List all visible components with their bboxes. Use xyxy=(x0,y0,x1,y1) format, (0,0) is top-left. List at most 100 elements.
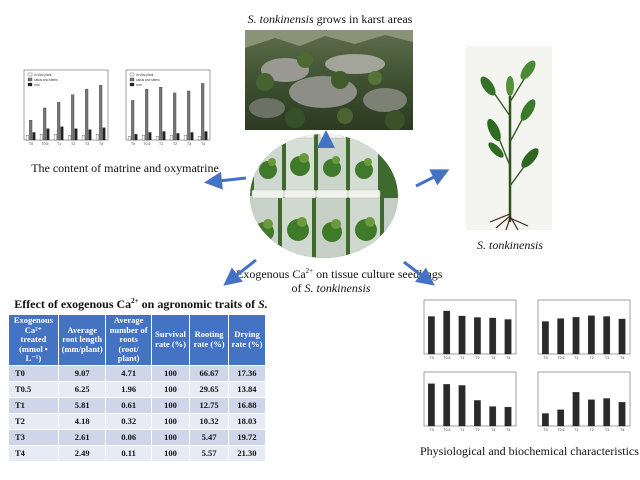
tick-label-matrine-left-4: T3 xyxy=(85,142,89,146)
bar-matrine-right-5-2 xyxy=(204,131,208,141)
bar-phys-2-3-0 xyxy=(588,315,595,355)
bar-phys-1-0-0 xyxy=(428,316,435,355)
table-cell: 100 xyxy=(150,396,191,414)
table-cell: 100 xyxy=(150,380,191,398)
bar-matrine-right-3-0 xyxy=(169,135,173,141)
table-cell: 21.30 xyxy=(227,444,267,462)
matrine-caption: The content of matrine and oxymatrine xyxy=(31,161,219,175)
table-cell: T2 xyxy=(8,412,59,430)
tick-label-phys-4-2: T1 xyxy=(574,428,578,432)
bar-phys-2-0-0 xyxy=(542,321,549,355)
center-caption-part: on tissue culture seedlings xyxy=(313,267,443,281)
tick-label-phys-1-1: T0.5 xyxy=(443,356,450,360)
legend-entry: callus and stems xyxy=(34,78,58,82)
arrow-to-plant xyxy=(415,169,450,188)
table-cell: 4.71 xyxy=(105,364,152,382)
tick-label-phys-2-2: T1 xyxy=(574,356,578,360)
bar-matrine-left-5-0 xyxy=(95,134,99,141)
karst-caption-text: grows in karst areas xyxy=(313,12,413,26)
header-rooting: Rooting rate (%) xyxy=(189,314,229,366)
table-cell: 17.36 xyxy=(227,364,267,382)
species-name: S. tonkinensis xyxy=(247,12,314,26)
bar-matrine-left-2-1 xyxy=(57,102,61,141)
tick-label-phys-2-4: T3 xyxy=(605,356,609,360)
bar-phys-1-2-0 xyxy=(458,315,466,355)
tick-label-phys-3-0: T0 xyxy=(430,428,434,432)
bar-matrine-left-5-1 xyxy=(99,85,103,141)
bar-matrine-left-0-1 xyxy=(29,120,33,141)
header-root-length: Average root length (mm/plant) xyxy=(57,314,107,366)
table-cell: 9.07 xyxy=(57,364,107,382)
table-header-row: Exogenous Ca²⁺ treated (mmol • L⁻¹) Aver… xyxy=(8,314,267,366)
bar-matrine-left-0-0 xyxy=(25,135,29,141)
legend-swatch xyxy=(129,77,135,82)
tick-label-matrine-right-0: T0 xyxy=(131,142,135,146)
bar-matrine-right-4-2 xyxy=(190,132,194,141)
bar-phys-3-3-0 xyxy=(474,400,481,427)
bar-matrine-left-2-0 xyxy=(53,134,57,141)
legend-swatch xyxy=(27,77,33,82)
header-drying: Drying rate (%) xyxy=(227,314,267,366)
chart-frame xyxy=(125,69,211,141)
chart-frame xyxy=(537,371,631,427)
bar-matrine-right-2-0 xyxy=(155,136,159,141)
bar-phys-2-5-0 xyxy=(618,318,626,355)
legend-swatch xyxy=(27,72,33,77)
bar-matrine-left-3-2 xyxy=(74,128,78,141)
bar-matrine-left-0-2 xyxy=(32,132,36,141)
table-title-part: on agronomic traits of xyxy=(138,297,259,311)
table-cell: 5.57 xyxy=(189,444,229,462)
bar-matrine-right-1-2 xyxy=(148,132,152,141)
tick-label-phys-2-5: T4 xyxy=(620,356,624,360)
tissue-culture-photo xyxy=(250,134,398,258)
table-cell: 100 xyxy=(150,412,191,430)
tick-label-phys-1-3: T2 xyxy=(476,356,480,360)
center-caption-species: S. tonkinensis xyxy=(304,281,371,295)
table-cell: T0 xyxy=(8,364,59,382)
arrow-to-matrine xyxy=(204,171,247,190)
bar-matrine-right-0-0 xyxy=(127,136,131,141)
tick-label-phys-4-5: T4 xyxy=(620,428,624,432)
center-caption-superscript: 2+ xyxy=(305,267,314,275)
header-survival: Survival rate (%) xyxy=(150,314,191,366)
bar-phys-4-5-0 xyxy=(618,402,626,427)
table-cell: T0.5 xyxy=(8,380,59,398)
bar-phys-3-1-0 xyxy=(443,384,451,427)
tick-label-matrine-right-3: T2 xyxy=(173,142,177,146)
bar-matrine-right-0-2 xyxy=(134,134,138,141)
tick-label-matrine-left-5: T4 xyxy=(99,142,103,146)
bar-phys-3-4-0 xyxy=(489,406,497,427)
tick-label-matrine-left-1: T0.5 xyxy=(41,142,48,146)
table-cell: 4.18 xyxy=(57,412,107,430)
tick-label-phys-4-3: T2 xyxy=(590,428,594,432)
table-cell: 100 xyxy=(150,428,191,446)
bar-phys-4-2-0 xyxy=(572,392,580,427)
legend-swatch xyxy=(129,72,135,77)
karst-caption: S. tonkinensis grows in karst areas xyxy=(230,12,430,27)
table-cell: 10.32 xyxy=(189,412,229,430)
plant-caption-text: S. tonkinensis xyxy=(477,238,543,252)
table-cell: 2.49 xyxy=(57,444,107,462)
bar-phys-2-4-0 xyxy=(603,316,611,355)
table-cell: 66.67 xyxy=(189,364,229,382)
tick-label-phys-2-0: T0 xyxy=(544,356,548,360)
chart-frame xyxy=(537,299,631,355)
bar-matrine-left-3-1 xyxy=(71,94,75,141)
bar-matrine-right-5-1 xyxy=(201,83,205,141)
agronomic-traits-table: Exogenous Ca²⁺ treated (mmol • L⁻¹) Aver… xyxy=(8,314,267,462)
bar-matrine-right-3-1 xyxy=(173,92,177,141)
legend-entry: root xyxy=(34,83,40,87)
bar-matrine-right-0-1 xyxy=(131,100,135,141)
table-title-superscript: 2+ xyxy=(131,297,139,305)
table-cell: 5.47 xyxy=(189,428,229,446)
header-ca-treated: Exogenous Ca²⁺ treated (mmol • L⁻¹) xyxy=(8,314,59,366)
table-cell: 16.88 xyxy=(227,396,267,414)
